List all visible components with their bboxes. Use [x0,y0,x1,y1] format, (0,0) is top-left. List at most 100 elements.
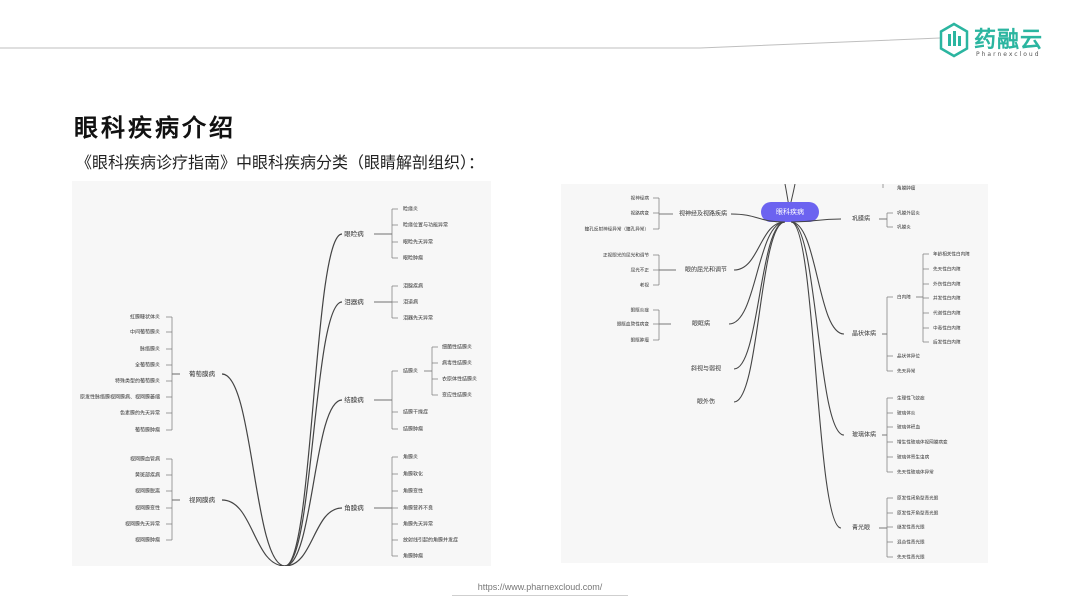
left-item-label: 放射线引起的角膜并发症 [403,537,458,544]
right-item-label: 玻璃体寄生虫病 [897,454,930,461]
right-item-label: 眼眶炎症 [631,307,650,314]
right-category-label: 晶状体病 [852,330,876,338]
left-item-label: 中间葡萄膜炎 [130,329,160,336]
left-item-label: 视网膜血管病 [130,456,160,463]
right-item-label: 眼眶血管性病变 [617,321,650,328]
right-item-label: 生理性飞蚊症 [897,395,925,402]
right-category-label: 巩膜病 [852,215,870,223]
right-category-label: 青光眼 [852,524,870,532]
right-subitem-label: 并发性白内障 [933,295,961,302]
left-branch-4 [221,373,286,566]
left-mindmap: 眼睑病 睑缘炎睑缘位置与功能异常眼睑先天异常眼睑肿瘤泪器病 泪腺疾病泪道病泪器先天异… [72,181,491,566]
left-item-label: 特殊类型的葡萄膜炎 [115,378,160,385]
left-branch-1 [284,301,343,566]
right-item-label: 混合性青光眼 [897,539,925,546]
right-item-label: 玻璃体积血 [897,424,920,431]
right-branch-8 [790,221,842,529]
right-item-label: 瞳孔反射神经异常（瞳孔异常） [585,226,649,233]
right-mindmap-canvas: 眼科疾病视神经及视路疾病视神经病视路病变瞳孔反射神经异常（瞳孔异常）眼的屈光和调… [585,184,970,561]
right-branch-7 [790,221,845,436]
brand-tagline: Pharnexcloud [976,51,1041,58]
right-root-label: 眼科疾病 [776,207,804,216]
brand-name: 药融云 [974,28,1044,53]
left-category-label: 泪器病 [344,297,364,306]
left-item-label: 角膜营养不良 [403,505,433,512]
right-item-label: 玻璃体炎 [897,410,916,417]
right-branch-3 [733,221,786,370]
right-item-label: 视路病变 [631,210,650,217]
right-item-label: 先天性玻璃体异常 [897,469,934,476]
right-category-label: 视神经及视路疾病 [679,210,727,218]
left-subitem-label: 衣原体性结膜炎 [442,376,477,383]
left-item-label: 脉络膜炎 [140,346,160,353]
right-top-item-label: 角膜肿瘤 [897,185,916,192]
right-subitem-label: 代谢性白内障 [933,310,961,317]
left-item-label: 全葡萄膜炎 [135,362,160,369]
left-item-label: 原发性脉络膜视网膜病、视网膜萎缩 [80,394,160,401]
left-item-label: 眼睑肿瘤 [403,255,423,262]
left-subitem-label: 病毒性结膜炎 [442,360,472,367]
right-category-label: 眼眶病 [692,320,710,328]
left-category-label: 结膜病 [344,395,364,404]
left-branch-3 [284,507,343,566]
right-item-label: 原发性开角型青光眼 [897,510,939,517]
right-subitem-label: 中毒性白内障 [933,325,961,332]
left-item-label: 视网膜脱离 [135,488,160,495]
right-item-label: 增生性玻璃体视网膜病变 [897,439,948,446]
left-category-label: 葡萄膜病 [189,369,216,378]
left-item-label: 葡萄膜肿瘤 [135,427,160,434]
right-subitem-label: 后发性白内障 [933,339,961,346]
right-branch-0 [730,213,786,223]
left-branch-5 [221,499,286,566]
left-item-label: 黄斑部疾病 [135,472,160,479]
right-item-label: 巩膜炎 [897,224,911,231]
right-category-label: 眼的屈光和调节 [685,266,727,274]
right-mindmap: 眼科疾病视神经及视路疾病视神经病视路病变瞳孔反射神经异常（瞳孔异常）眼的屈光和调… [561,184,988,563]
left-item-label: 睑缘位置与功能异常 [403,222,448,229]
right-branch-2 [728,221,786,325]
right-item-label: 屈光不正 [631,267,650,274]
left-item-label: 色素膜的先天异常 [120,410,160,417]
left-subitem-label: 细菌性结膜炎 [442,344,472,351]
left-item-label: 泪器先天异常 [403,315,433,322]
left-item-label: 结膜干燥症 [403,409,428,416]
right-category-label: 玻璃体病 [852,431,876,439]
left-category-label: 眼睑病 [344,229,364,238]
right-item-label: 巩膜外层炎 [897,210,920,217]
left-item-label: 虹膜睫状体炎 [130,314,160,321]
left-item-label: 视网膜肿瘤 [135,537,160,544]
right-item-label: 先天异常 [897,368,916,375]
left-item-label: 角膜软化 [403,471,423,478]
left-item-label: 泪道病 [403,299,418,306]
left-item-label: 角膜变性 [403,488,423,495]
left-branch-2 [284,399,343,566]
right-root-node [761,202,819,222]
right-branch-1 [733,221,786,271]
left-item-label: 睑缘炎 [403,206,418,213]
right-category-label: 眼外伤 [697,398,715,406]
right-item-label: 先天性青光眼 [897,554,925,561]
footer-url: https://www.pharnexcloud.com/ [477,582,603,592]
left-category-label: 角膜病 [344,503,364,512]
page-subtitle: 《眼科疾病诊疗指南》中眼科疾病分类（眼睛解剖组织）： [76,153,485,172]
right-subitem-label: 外伤性白内障 [933,281,961,288]
page-title: 眼科疾病介绍 [74,113,236,142]
right-branch-4 [733,221,786,403]
left-item-label: 角膜先天异常 [403,521,433,528]
right-item-label: 老视 [640,282,650,289]
right-item-label: 晶状体异位 [897,353,920,360]
left-subitem-label: 变应性结膜炎 [442,392,472,399]
right-subitem-label: 先天性白内障 [933,266,961,273]
left-branch-0 [284,233,343,566]
header-decoration [0,37,941,49]
left-item-label: 视网膜先天异常 [125,521,160,528]
left-item-label: 泪腺疾病 [403,283,423,290]
left-item-label: 眼睑先天异常 [403,239,433,246]
right-item-label: 继发性青光眼 [897,524,925,531]
left-item-label: 结膜炎 [403,368,418,375]
right-category-label: 斜视与弱视 [691,365,721,373]
right-subitem-label: 年龄相关性白内障 [933,251,970,258]
right-item-label: 原发性闭角型青光眼 [897,495,939,502]
brand-hex-icon [939,22,969,58]
